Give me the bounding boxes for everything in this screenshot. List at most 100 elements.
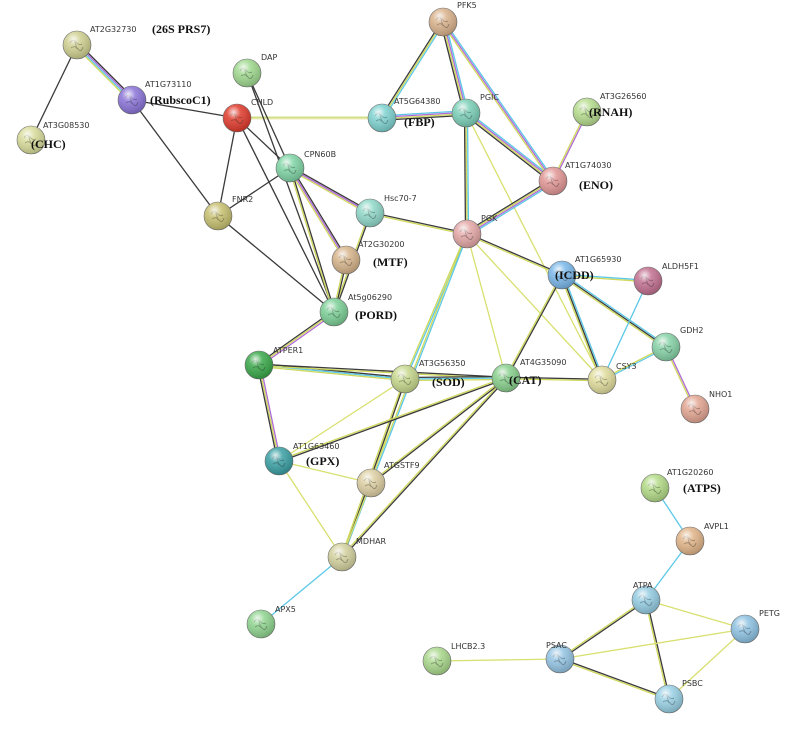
edge-strand — [259, 363, 507, 378]
node-AT1G73110[interactable]: AT1G73110(RubscoC1) — [117, 80, 211, 115]
edge-AT1G73110-CHLD — [131, 99, 238, 119]
edge-strand — [466, 234, 562, 277]
node-PSAC[interactable]: PSAC — [545, 641, 575, 674]
edge-strand — [246, 72, 335, 313]
node-gloss — [63, 31, 91, 59]
node-label: At5g06290 — [348, 293, 392, 302]
edge-AT4G35090-MDHAR — [340, 377, 508, 558]
node-MDHAR[interactable]: MDHAR — [327, 537, 387, 572]
edge-strand — [403, 233, 467, 379]
node-PFK5[interactable]: PFK5 — [428, 1, 477, 37]
edge-strand — [560, 275, 666, 349]
node-PETG[interactable]: PETG — [730, 609, 780, 644]
node-ATGSTF9[interactable]: ATGSTF9 — [356, 461, 420, 498]
edge-strand — [465, 112, 603, 381]
edge-strand — [466, 233, 603, 381]
node-AT4G35090[interactable]: AT4G35090(CAT) — [491, 358, 566, 393]
node-AT3G26560[interactable]: AT3G26560(RNAH) — [572, 92, 646, 127]
node-FNR2[interactable]: FNR2 — [203, 195, 253, 231]
edge-strand — [258, 365, 405, 382]
edge-strand — [466, 110, 555, 180]
node-Hsc70-7[interactable]: Hsc70-7 — [355, 194, 417, 228]
node-label: AT5G64380 — [394, 97, 440, 106]
node-AT1G20260[interactable]: AT1G20260(ATPS) — [640, 468, 721, 503]
node-AT5G64380[interactable]: AT5G64380(FBP) — [367, 97, 440, 133]
edge-DAP-CPN60B — [246, 72, 291, 169]
edge-strand — [561, 275, 648, 283]
edge-PFK5-AT5G64380 — [380, 20, 445, 120]
node-annotation: (26S PRS7) — [152, 22, 210, 36]
node-CSY3[interactable]: CSY3 — [587, 362, 637, 395]
edge-strand — [290, 166, 372, 213]
edge-strand — [464, 114, 553, 184]
node-AT3G08530[interactable]: AT3G08530(CHC) — [16, 121, 89, 155]
edge-strand — [466, 233, 507, 379]
node-AT3G56350[interactable]: AT3G56350(SOD) — [390, 359, 465, 394]
edge-strand — [560, 600, 647, 661]
edge-PGIC-PGK — [463, 112, 470, 235]
edge-AT1G65930-AT4G35090 — [504, 274, 564, 379]
node-label: PSAC — [546, 641, 567, 650]
node-AT2G32730[interactable]: AT2G32730(26S PRS7) — [62, 22, 210, 60]
node-PGIC[interactable]: PGIC — [451, 93, 499, 128]
node-ALDH5F1[interactable]: ALDH5F1 — [633, 262, 699, 296]
edge-strand — [289, 167, 347, 261]
edge-PGK-AT4G35090 — [466, 233, 507, 379]
edge-strand — [369, 213, 467, 236]
edge-strand — [561, 274, 603, 381]
edge-strand — [506, 275, 564, 379]
edge-PGK-CSY3 — [466, 233, 603, 381]
node-label: AT3G08530 — [43, 121, 89, 130]
edge-strand — [259, 312, 336, 367]
node-gloss — [548, 261, 576, 289]
edge-ALDH5F1-CSY3 — [601, 280, 649, 381]
edge-ATPA-PSBC — [644, 599, 671, 700]
edge-FNR2-At5g06290 — [217, 215, 335, 313]
edge-strand — [290, 166, 348, 260]
edge-CHLD-At5g06290 — [236, 117, 335, 313]
edge-ATPA-PSAC — [559, 598, 647, 661]
edge-CPN60B-Hsc70-7 — [288, 166, 372, 215]
node-AT2G30200[interactable]: AT2G30200(MTF) — [331, 240, 408, 275]
node-DAP[interactable]: DAP — [232, 53, 277, 88]
edge-strand — [405, 234, 469, 380]
node-AVPL1[interactable]: AVPL1 — [675, 522, 729, 556]
node-APX5[interactable]: APX5 — [246, 605, 296, 639]
node-GDH2[interactable]: GDH2 — [651, 326, 703, 362]
node-label: AT1G63460 — [293, 442, 339, 451]
edge-AT4G35090-AT1G63460 — [278, 376, 507, 463]
node-CPN60B[interactable]: CPN60B — [275, 150, 336, 183]
node-label: ATPA — [633, 581, 653, 590]
node-gloss — [632, 586, 660, 614]
edge-strand — [256, 365, 279, 462]
node-label: AT3G56350 — [419, 359, 465, 368]
node-PSBC[interactable]: PSBC — [654, 679, 703, 714]
node-NHO1[interactable]: NHO1 — [680, 390, 732, 424]
edge-strand — [30, 44, 78, 141]
node-AT1G63460[interactable]: AT1G63460(GPX) — [264, 442, 339, 476]
node-LHCB2.3[interactable]: LHCB2.3 — [422, 642, 485, 676]
edge-AT1G73110-FNR2 — [131, 99, 219, 217]
edge-strand — [260, 556, 343, 625]
edge-strand — [466, 179, 553, 234]
node-label: PGIC — [480, 93, 499, 102]
node-label: APX5 — [275, 605, 296, 614]
node-AT1G74030[interactable]: AT1G74030(ENO) — [538, 161, 613, 196]
node-At5g06290[interactable]: At5g06290(PORD) — [319, 293, 397, 327]
node-annotation: (ICDD) — [555, 268, 594, 282]
node-AT1G65930[interactable]: AT1G65930(ICDD) — [547, 255, 621, 290]
node-PGK[interactable]: PGK — [452, 214, 498, 249]
edge-strand — [288, 168, 346, 262]
edge-PGK-AT1G65930 — [466, 232, 563, 277]
node-ATPA[interactable]: ATPA — [631, 581, 661, 615]
edge-PFK5-AT1G74030 — [441, 20, 555, 183]
node-label: CPN60B — [304, 150, 336, 159]
edge-CHLD-FNR2 — [217, 117, 238, 217]
node-gloss — [118, 86, 146, 114]
node-CHLD[interactable]: CHLD — [222, 98, 273, 133]
edge-strand — [278, 460, 372, 484]
node-gloss — [588, 366, 616, 394]
edge-LHCB2.3-PSAC — [436, 658, 561, 662]
node-ATPER1[interactable]: ATPER1 — [244, 346, 303, 380]
edge-strand — [440, 22, 465, 114]
